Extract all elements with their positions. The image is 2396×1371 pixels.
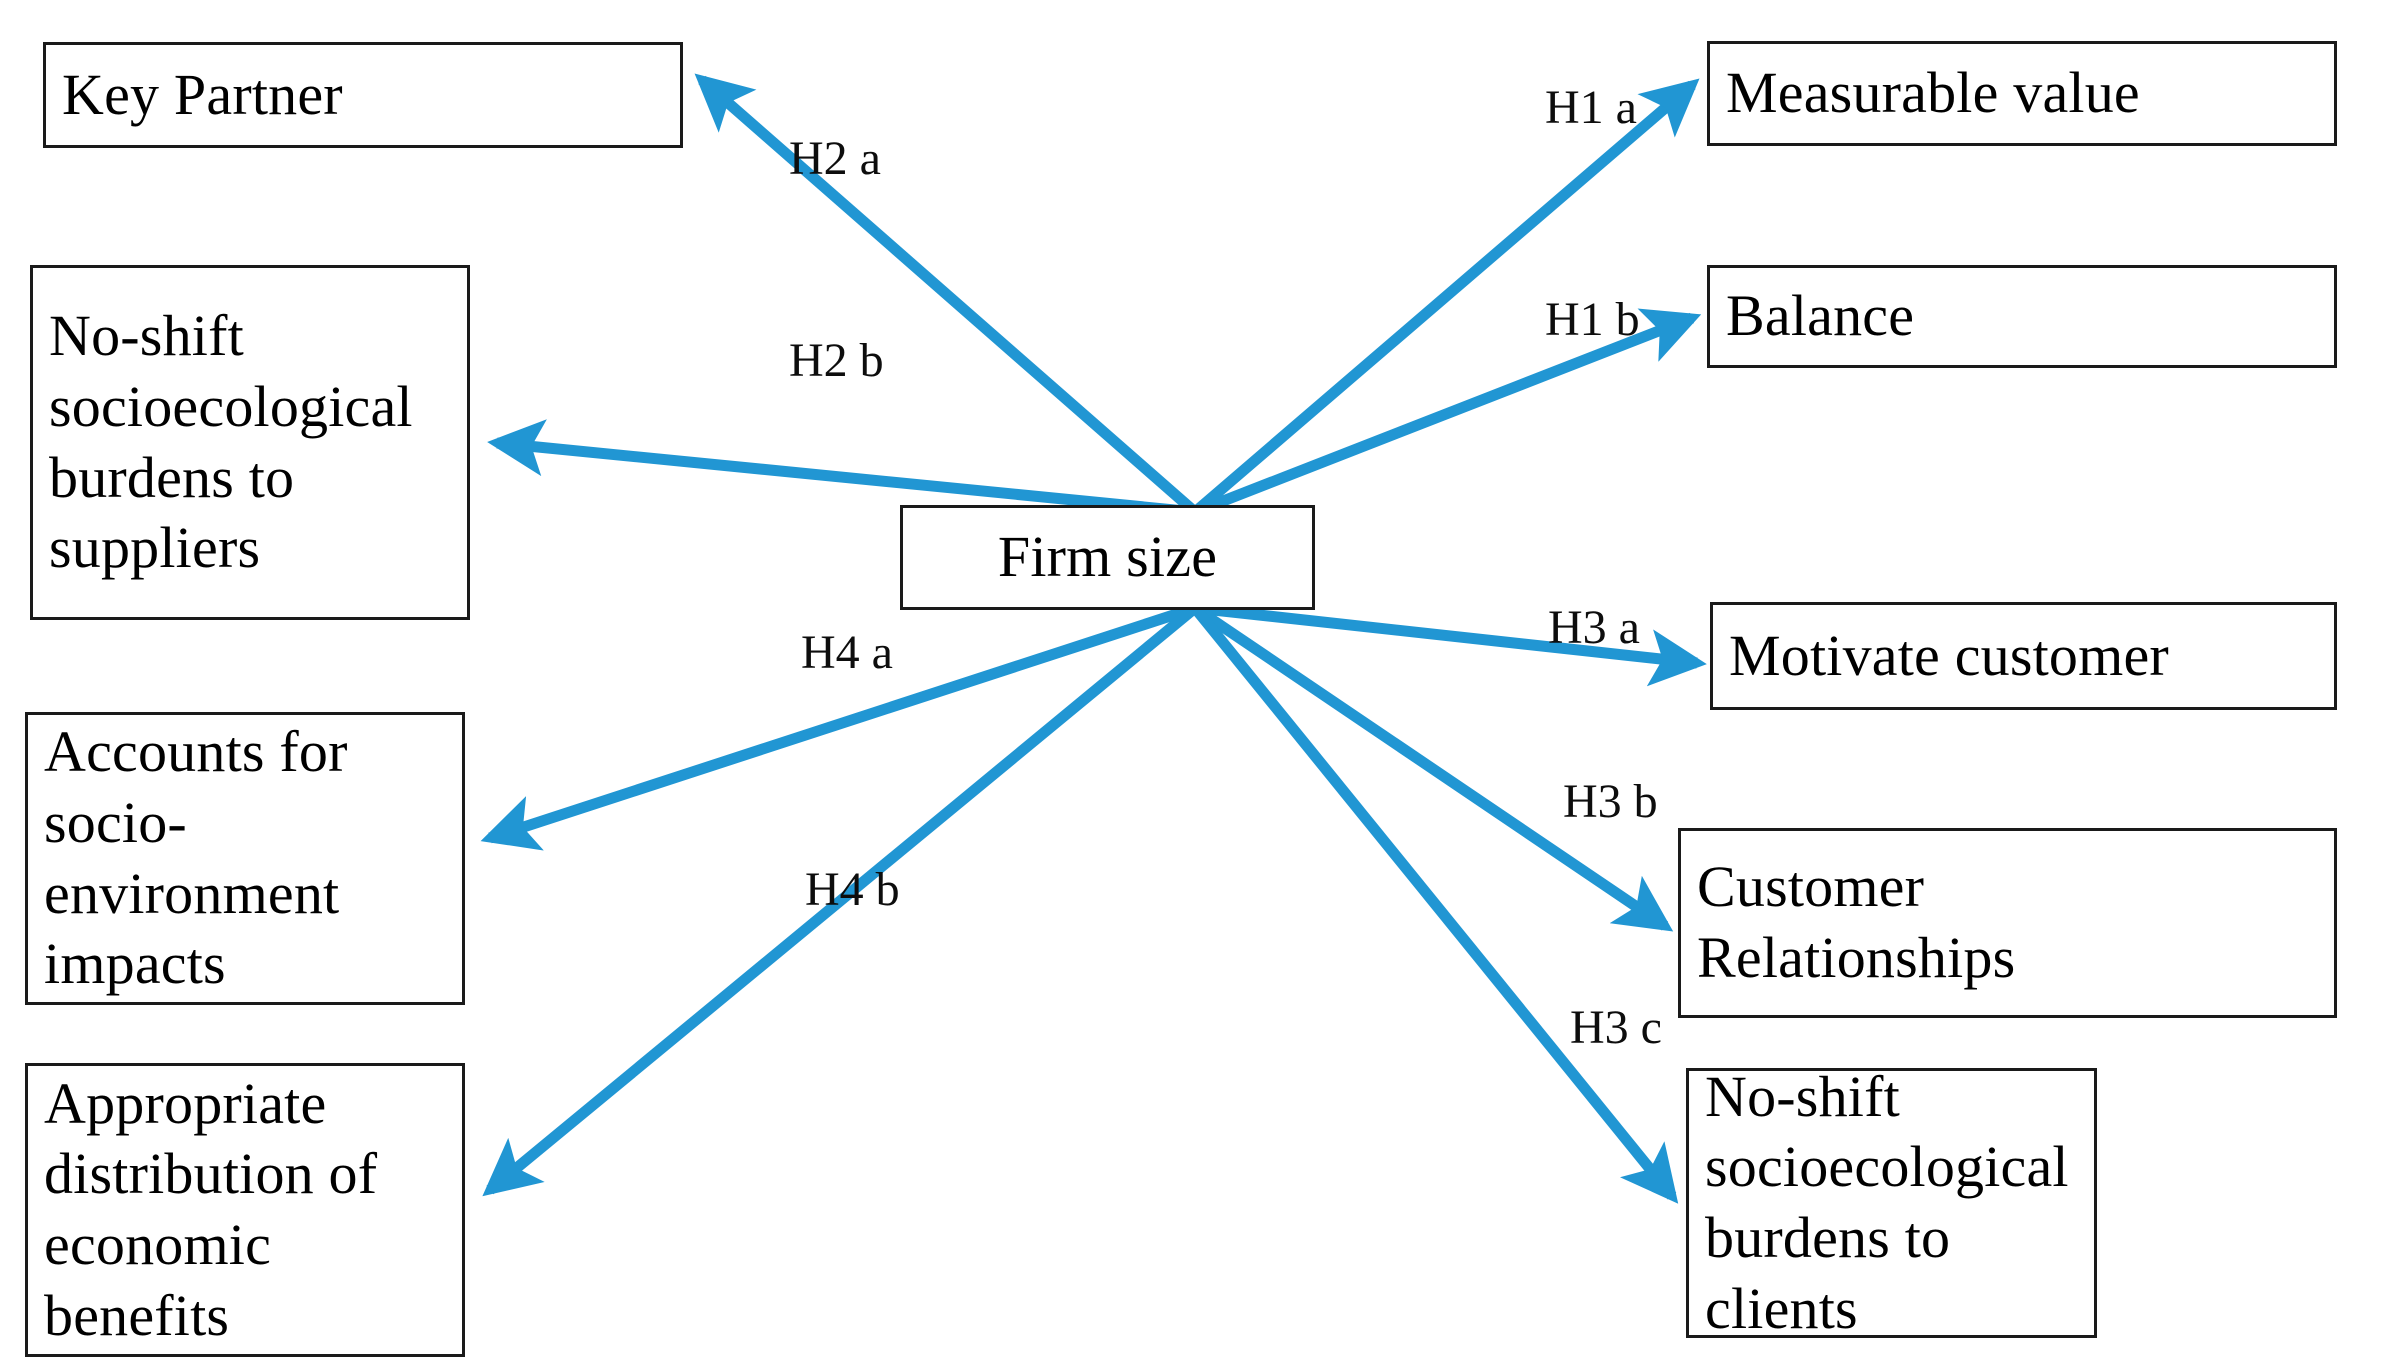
node-measurable-value-label: Measurable value <box>1726 60 2140 126</box>
node-no-shift-clients-label: No-shift socioecological burdens to clie… <box>1705 1063 2069 1341</box>
edge-label-h4b: H4 b <box>805 863 900 916</box>
edge-h3b-line <box>1191 603 1674 932</box>
edge-h4a-line <box>480 602 1197 851</box>
node-accounts-socio-env-label: Accounts for socio- environment impacts <box>44 719 348 997</box>
edge-label-h4a: H4 a <box>801 626 893 679</box>
edge-h3a-line <box>1194 602 1707 687</box>
node-balance[interactable]: Balance <box>1707 265 2337 368</box>
node-customer-relationships[interactable]: Customer Relationships <box>1678 828 2337 1018</box>
edge-h1b-line <box>1193 308 1702 518</box>
node-no-shift-suppliers-label: No-shift socioecological burdens to supp… <box>49 303 413 581</box>
edge-label-h2b: H2 b <box>789 334 884 387</box>
edge-label-h3c: H3 c <box>1570 1001 1662 1054</box>
edge-h4b-line <box>482 603 1199 1197</box>
node-balance-label: Balance <box>1726 283 1915 349</box>
edge-label-h1b: H1 b <box>1545 293 1640 346</box>
edge-h2a-line <box>694 73 1199 517</box>
node-measurable-value[interactable]: Measurable value <box>1707 41 2337 146</box>
node-key-partner[interactable]: Key Partner <box>43 42 683 148</box>
edge-label-h3b: H3 b <box>1563 775 1658 828</box>
node-firm-size-label: Firm size <box>997 524 1218 590</box>
edge-h1a-line <box>1191 78 1700 517</box>
edge-h3c-line <box>1190 604 1679 1204</box>
node-no-shift-clients[interactable]: No-shift socioecological burdens to clie… <box>1686 1064 2097 1341</box>
node-key-partner-label: Key Partner <box>62 61 343 127</box>
node-firm-size[interactable]: Firm size <box>900 505 1315 610</box>
node-accounts-socio-env[interactable]: Accounts for socio- environment impacts <box>25 712 465 1005</box>
node-customer-relationships-label: Customer Relationships <box>1697 854 2016 990</box>
node-appropriate-distribution-label: Appropriate distribution of economic ben… <box>44 1070 378 1348</box>
node-appropriate-distribution[interactable]: Appropriate distribution of economic ben… <box>25 1063 465 1357</box>
node-motivate-customer-label: Motivate customer <box>1729 622 2169 688</box>
node-motivate-customer[interactable]: Motivate customer <box>1710 602 2337 710</box>
edge-label-h3a: H3 a <box>1548 601 1640 654</box>
edge-h2b-line <box>487 419 1196 518</box>
edge-label-h1a: H1 a <box>1545 81 1637 134</box>
node-no-shift-suppliers[interactable]: No-shift socioecological burdens to supp… <box>30 265 470 620</box>
edge-label-h2a: H2 a <box>789 132 881 185</box>
